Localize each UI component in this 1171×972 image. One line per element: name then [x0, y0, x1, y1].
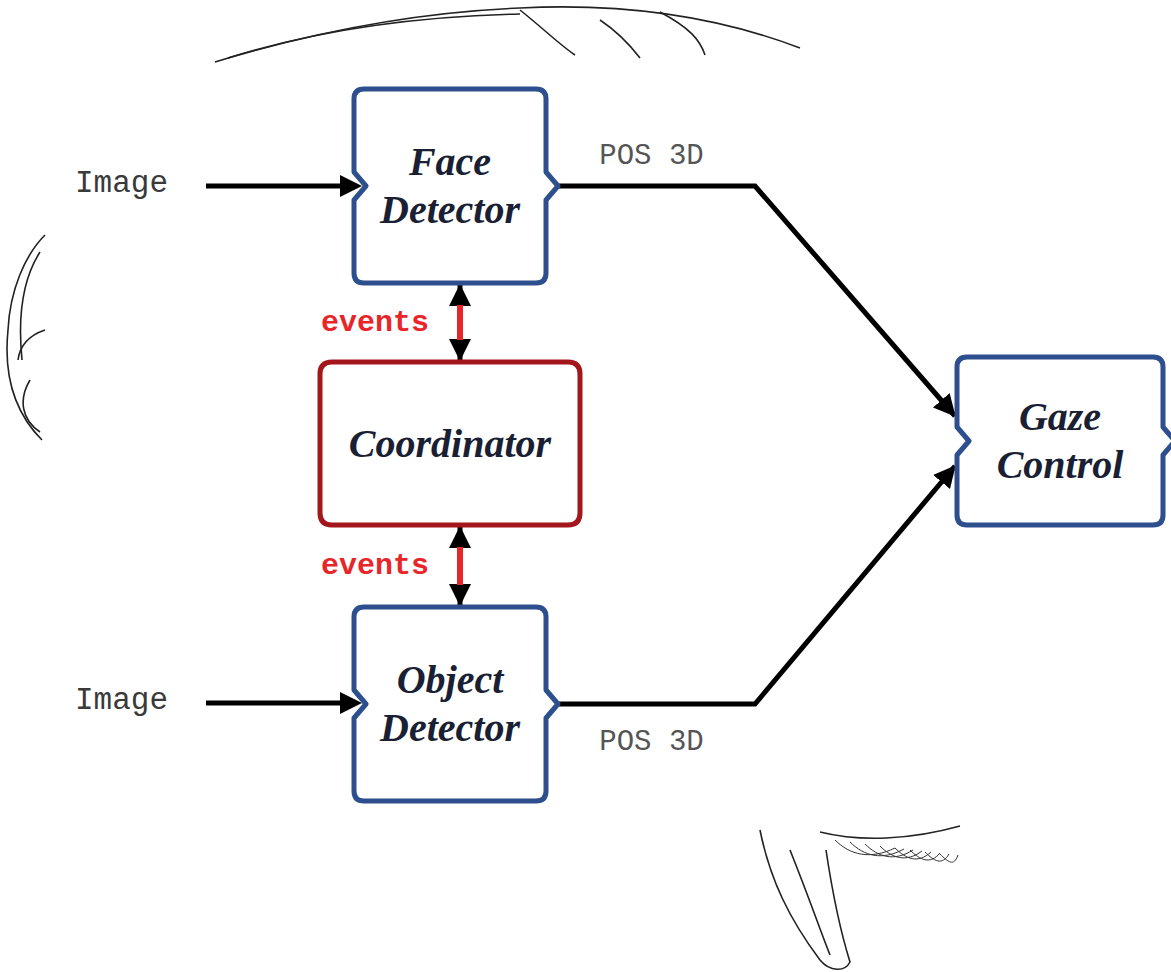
- event-segment: [457, 305, 463, 340]
- input-arrow: [206, 184, 346, 189]
- connector-group: [548, 186, 955, 416]
- event-segment: [457, 547, 463, 585]
- node-label: Object Detector: [374, 656, 526, 752]
- box-outline: [955, 355, 1165, 527]
- module-box: Object Detector: [352, 605, 548, 803]
- box-border: [320, 362, 580, 525]
- node-label: Gaze Control: [977, 393, 1143, 489]
- box-border: [354, 89, 558, 283]
- fold-stroke: [940, 854, 958, 862]
- box-outline: [352, 605, 548, 803]
- node-label: Coordinator: [349, 420, 551, 468]
- fold-stroke: [925, 852, 949, 861]
- event-label: events: [318, 306, 432, 340]
- connector: [548, 186, 955, 416]
- connector: [458, 285, 463, 360]
- fold-stroke: [910, 850, 940, 860]
- box-border: [354, 607, 558, 801]
- signal-label: POS 3D: [596, 140, 706, 173]
- connector: [548, 466, 955, 704]
- input-label: Image: [75, 166, 168, 201]
- connector-group: [460, 285, 461, 360]
- module-box: Gaze Control: [955, 355, 1165, 527]
- node-label: Face Detector: [374, 138, 526, 234]
- fold-stroke: [880, 846, 922, 858]
- event-label: events: [318, 549, 432, 583]
- cerebellum-folia: [835, 840, 958, 862]
- box-border: [957, 357, 1171, 525]
- input-arrow: [206, 701, 346, 706]
- connector-group: [460, 527, 461, 605]
- signal-label: POS 3D: [596, 726, 706, 759]
- module-box: Face Detector: [352, 87, 548, 285]
- connector: [458, 527, 463, 605]
- fold-stroke: [865, 844, 913, 857]
- input-label: Image: [75, 683, 168, 718]
- brain-outline: [7, 7, 960, 969]
- connector-group: [548, 466, 955, 704]
- coordinator-box: Coordinator: [318, 360, 582, 527]
- box-outline: [352, 87, 548, 285]
